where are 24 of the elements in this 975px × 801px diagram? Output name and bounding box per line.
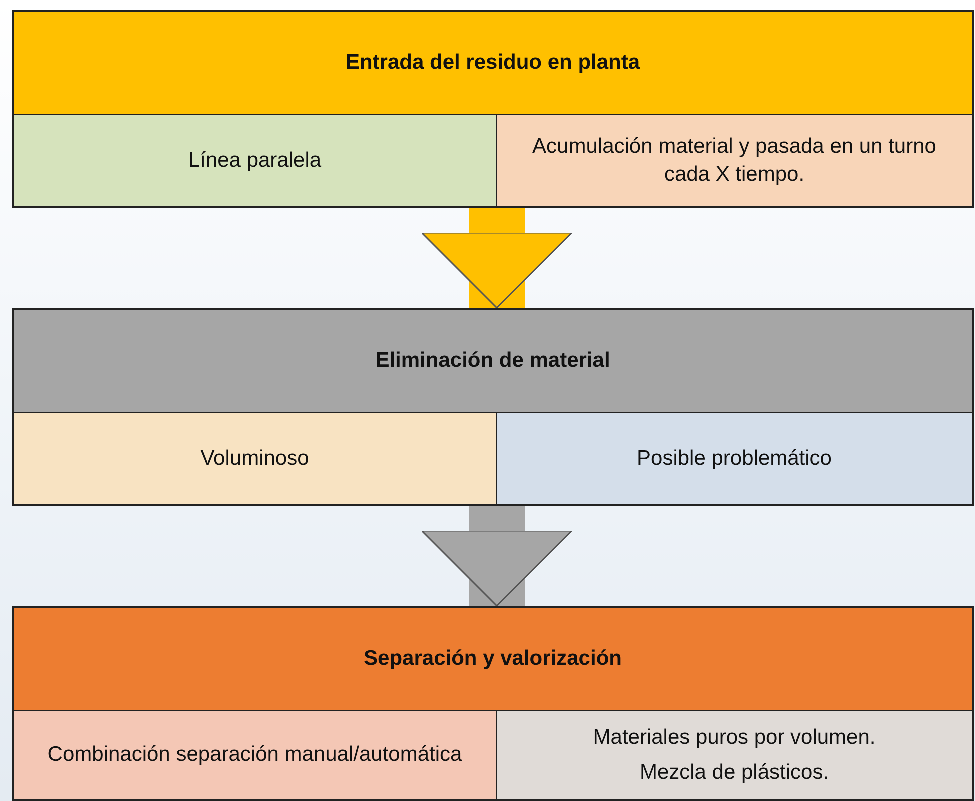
block-arrow <box>421 208 573 309</box>
stage-detail-box <box>497 711 972 799</box>
stage-title: Separación y valorización <box>364 646 622 672</box>
group-box <box>12 10 974 208</box>
stage-detail-box <box>14 115 497 206</box>
stage-detail-box <box>497 115 972 206</box>
stage-header <box>14 310 972 413</box>
stage-title: Eliminación de material <box>376 348 610 374</box>
group-box <box>12 606 974 801</box>
detail-text: Acumulación material y pasada en un turno cada X tiempo. <box>532 134 938 188</box>
detail-text: Mezcla de plásticos. <box>640 760 830 786</box>
detail-text: Materiales puros por volumen. <box>593 724 876 751</box>
stage-detail-box <box>14 711 497 799</box>
stage-header <box>14 608 972 711</box>
stage-detail-box <box>14 413 497 504</box>
detail-text: Combinación separación manual/automática <box>48 742 462 768</box>
detail-text: Línea paralela <box>188 148 322 174</box>
stage-header <box>14 12 972 115</box>
detail-text: Voluminoso <box>200 446 310 472</box>
stage-title: Entrada del residuo en planta <box>346 50 640 76</box>
detail-text: Posible problemático <box>637 446 832 472</box>
stage-detail-box <box>497 413 972 504</box>
group-box <box>12 308 974 506</box>
block-arrow <box>421 506 573 607</box>
